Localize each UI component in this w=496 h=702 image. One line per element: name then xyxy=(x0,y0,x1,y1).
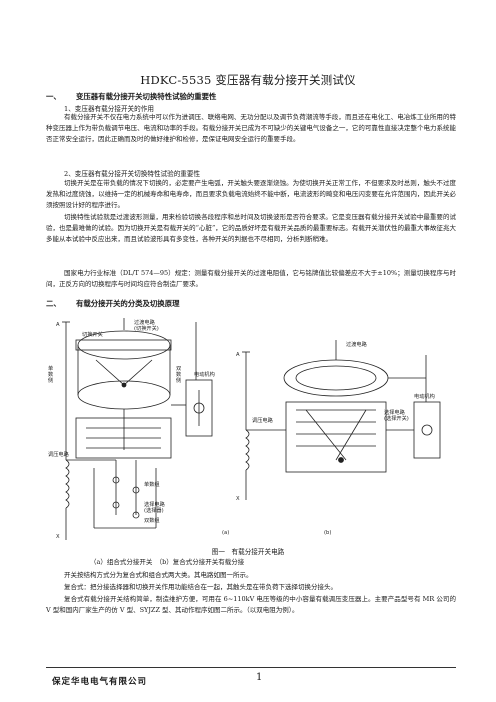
fig-a-sub: (a) xyxy=(222,530,229,536)
figure-subcaption: （a）组合式分接开关 （b）复合式分接开关有载分接 xyxy=(90,558,245,566)
fig-a-label-mech: 电动机构 xyxy=(194,370,215,378)
section-1-number: 一、 xyxy=(46,92,61,101)
fig-b-label-mech: 电动机构 xyxy=(414,392,435,400)
section-1-heading: 一、 变压器有载分接开关切换特性试验的重要性 xyxy=(46,91,216,102)
section-1-heading-text: 变压器有载分接开关切换特性试验的重要性 xyxy=(76,92,217,101)
fig-b-sub: (b) xyxy=(324,530,331,536)
fig-a-label-top: 单数侧 xyxy=(48,364,54,384)
section-2-heading: 二、 有载分接开关的分类及切换原理 xyxy=(46,298,179,309)
fig-b-label-winding: 调压电路 xyxy=(252,416,274,424)
fig-a-label-single: 单数组 xyxy=(144,480,160,488)
section-2-paragraph-1: 开关按结构方式分为复合式和组合式两大类。其电路如图一所示。 xyxy=(64,571,253,579)
fig-a-label-selector: 选择电路(选择器) xyxy=(144,500,166,514)
footer-divider xyxy=(46,667,456,668)
section-2-heading-text: 有载分接开关的分类及切换原理 xyxy=(76,299,180,308)
fig-b-label-diverter: 过渡电路 xyxy=(346,340,368,348)
fig-a-label-even: 双数侧 xyxy=(176,365,182,384)
fig-b-mark-x: X xyxy=(236,496,240,502)
fig-a-label-winding: 调压电路 xyxy=(48,450,70,458)
fig-a-mark-a: A xyxy=(56,322,60,328)
paragraph-2: 切换开关是在带负载的情况下切换的，必定要产生电弧，开关触头要逐渐烧蚀。为使切换开… xyxy=(46,179,456,210)
fig-a-label-double: 双数组 xyxy=(144,516,160,524)
fig-b-mark-a: A xyxy=(236,352,240,358)
section-2-paragraph-3: 复合式有载分接开关结构简单，制造维护方便，可用在 6~110kV 电压等级的中小… xyxy=(46,595,456,615)
figure-caption: 图一 有载分接开关电路 xyxy=(211,548,285,556)
footer-company: 保定华电电气有限公司 xyxy=(52,677,148,687)
section-2-paragraph-2: 复合式：把分接选择器和切换开关作用功能结合在一起，其触头是在带负荷下选择切换分接… xyxy=(64,583,337,591)
page-number: 1 xyxy=(256,672,263,683)
document-title: HDKC-5535 变压器有载分接开关测试仪 xyxy=(140,73,356,87)
subsection-1-1: 1、变压器有载分接开关的作用 xyxy=(64,105,154,113)
fig-a-label-diverter: 过渡电路(切换开关) xyxy=(134,318,159,332)
paragraph-1: 有载分接开关不仅在电力系统中可以作为进调压、联络电网、无功分配以及调节负荷潮流等… xyxy=(46,113,456,144)
fig-a-label-switch: 切换开关 xyxy=(82,330,103,338)
tap-changer-circuit-figure: A 切换开关 过渡电路(切换开关) 单数侧 双数侧 调压电路 单数组 选择电路(… xyxy=(48,318,441,540)
paragraph-3: 切换特性试验就是过渡波形测量，用来检验切换各段程序和总时间及切换波形是否符合要求… xyxy=(46,213,456,244)
fig-b-label-selector: 选择电路(选择开关) xyxy=(384,408,409,422)
subsection-1-2: 2、变压器有载分接开关切换特性试验的重要性 xyxy=(64,170,201,178)
fig-a-mark-x: X xyxy=(56,534,60,540)
section-2-number: 二、 xyxy=(46,299,61,308)
paragraph-4: 国家电力行业标准（DL/T 574—95）规定：测量有载分接开关的过渡电阻值，它… xyxy=(46,269,456,289)
